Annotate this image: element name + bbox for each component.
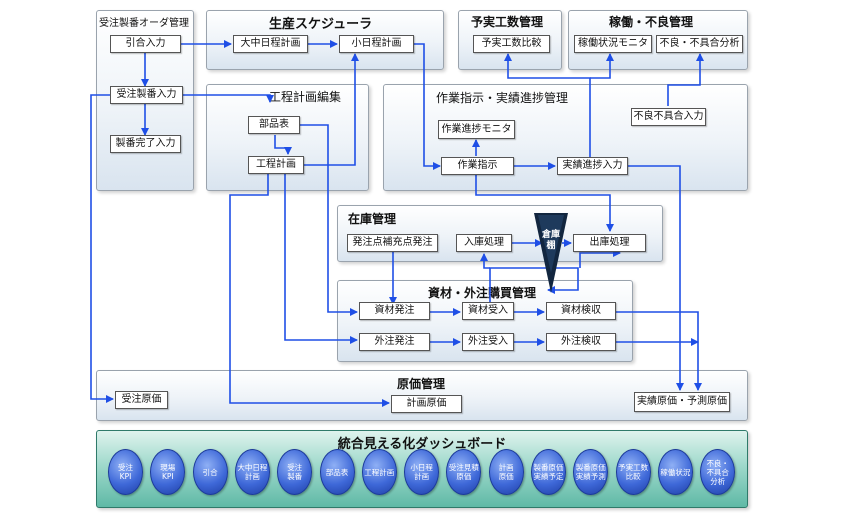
node-daichu-nittei[interactable]: 大中日程計画 [233, 35, 308, 53]
node-gaichu-hatchu[interactable]: 外注発注 [359, 333, 430, 351]
panel-schedule-title: 生産スケジューラ [269, 17, 373, 32]
node-yojitsu-hikaku[interactable]: 予実工数比較 [473, 35, 550, 53]
dashboard-kpi-2[interactable]: 現場 KPI [150, 449, 186, 495]
dashboard-kpi-6[interactable]: 部品表 [319, 449, 355, 495]
node-jisseki-shinchoku[interactable]: 実績進捗入力 [557, 157, 628, 175]
node-keikaku-genka[interactable]: 計画原価 [391, 395, 462, 413]
panel-operation-title: 稼働・不良管理 [609, 15, 694, 29]
node-kado-monitor[interactable]: 稼働状況モニタ [574, 35, 652, 53]
dashboard-kpi-1[interactable]: 受注 KPI [108, 449, 143, 495]
panel-order-title: 受注製番オーダ管理 [99, 18, 189, 29]
dashboard-kpi-7[interactable]: 工程計画 [361, 449, 397, 495]
panel-process-edit-title: 工程計画編集 [269, 90, 342, 104]
node-gaichu-ukeire[interactable]: 外注受入 [462, 333, 514, 351]
dashboard-kpi-4[interactable]: 大中日程 計画 [234, 449, 270, 495]
dashboard-kpi-12[interactable]: 製番原価 実績予測 [573, 449, 609, 495]
dashboard-kpi-9[interactable]: 受注見積 原価 [446, 449, 482, 495]
dashboard-kpi-11[interactable]: 製番原価 実績予定 [531, 449, 566, 495]
node-seiban-kanryo[interactable]: 製番完了入力 [110, 135, 181, 153]
node-hatchu-ten[interactable]: 発注点補充点発注 [347, 234, 438, 252]
panel-cost-title: 原価管理 [397, 377, 446, 391]
node-shizai-ukeire[interactable]: 資材受入 [462, 302, 514, 320]
dashboard-kpi-3[interactable]: 引合 [192, 449, 228, 495]
dashboard-kpi-10[interactable]: 計画 原価 [488, 449, 524, 495]
node-koutei-keikaku[interactable]: 工程計画 [248, 156, 304, 174]
node-buhinhyo[interactable]: 部品表 [248, 116, 300, 134]
node-nyuko[interactable]: 入庫処理 [456, 234, 512, 252]
warehouse-label: 倉庫棚 [541, 230, 560, 251]
node-jisseki-genka[interactable]: 実績原価・予測原価 [634, 392, 730, 412]
node-furyo-analysis[interactable]: 不良・不具合分析 [656, 35, 743, 53]
node-gaichu-kenshu[interactable]: 外注検収 [546, 333, 616, 351]
dashboard-kpi-14[interactable]: 稼働状況 [657, 449, 693, 495]
panel-inventory-title: 在庫管理 [348, 212, 397, 226]
node-furyo-input[interactable]: 不良不具合入力 [631, 108, 706, 126]
node-sho-nittei[interactable]: 小日程計画 [339, 35, 414, 53]
dashboard-kpi-8[interactable]: 小日程 計画 [404, 449, 440, 495]
panel-budget-title: 予実工数管理 [471, 15, 544, 29]
dashboard-title: 統合見える化ダッシュボード [337, 437, 507, 452]
dashboard-kpi-13[interactable]: 予実工数 比較 [615, 449, 651, 495]
node-shukko[interactable]: 出庫処理 [573, 234, 646, 252]
panel-purchase-title: 資材・外注購買管理 [428, 286, 537, 300]
node-hikiai[interactable]: 引合入力 [110, 35, 181, 53]
panel-work-progress-title: 作業指示・実績進捗管理 [436, 91, 569, 105]
node-juchu-genka[interactable]: 受注原価 [115, 391, 168, 409]
node-sagyo-monitor[interactable]: 作業進捗モニタ [438, 120, 515, 139]
dashboard-kpi-15[interactable]: 不良・ 不具合 分析 [700, 449, 736, 495]
warehouse-shape [534, 213, 568, 293]
node-shizai-hatchu[interactable]: 資材発注 [359, 302, 430, 320]
node-shizai-kenshu[interactable]: 資材検収 [546, 302, 616, 320]
node-sagyo-shiji[interactable]: 作業指示 [441, 157, 514, 175]
node-juchu-seiban[interactable]: 受注製番入力 [110, 86, 183, 104]
dashboard-kpi-5[interactable]: 受注 製番 [277, 449, 313, 495]
